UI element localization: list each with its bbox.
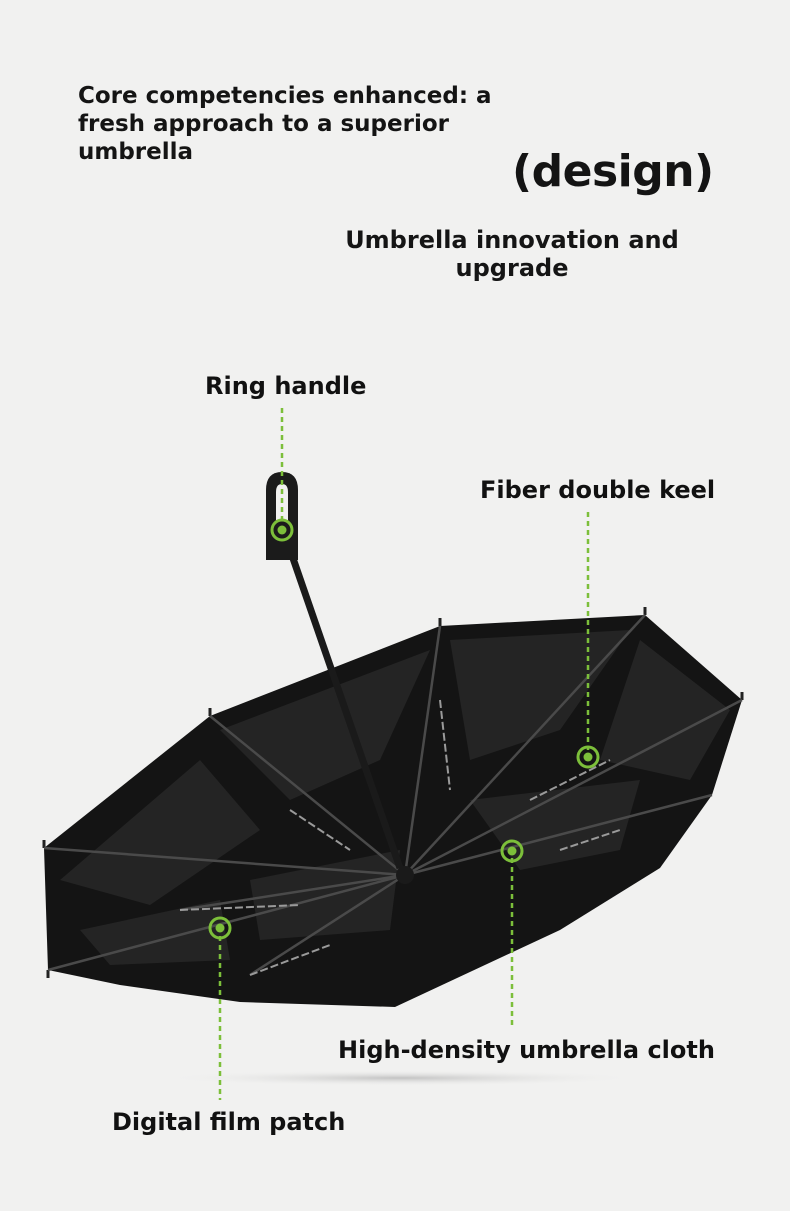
- intro-text: Core competencies enhanced: a fresh appr…: [78, 82, 508, 166]
- marker-cloth: [500, 839, 524, 863]
- callout-fiber-keel: Fiber double keel: [480, 476, 716, 504]
- stretchers: [179, 699, 621, 976]
- subheading-line-2: upgrade: [455, 254, 569, 282]
- callout-film-patch: Digital film patch: [112, 1108, 346, 1136]
- shaft: [273, 510, 404, 870]
- hub: [396, 866, 414, 884]
- ground-shadow: [160, 1070, 640, 1086]
- design-label: (design): [512, 146, 714, 197]
- intro-line-3: umbrella: [78, 139, 194, 165]
- leader-lines: [218, 408, 590, 1100]
- marker-film-patch: [208, 916, 232, 940]
- intro-line-1: Core competencies enhanced: a: [78, 83, 492, 109]
- ribs: [43, 614, 743, 977]
- marker-ring-handle: [270, 518, 294, 542]
- intro-line-2: fresh approach to a superior: [78, 111, 449, 137]
- marker-fiber-keel: [576, 745, 600, 769]
- callout-ring-handle: Ring handle: [205, 372, 367, 400]
- subheading: Umbrella innovation and upgrade: [330, 226, 694, 282]
- subheading-line-1: Umbrella innovation and: [345, 226, 679, 254]
- callout-cloth: High-density umbrella cloth: [338, 1036, 715, 1064]
- rib-tips: [42, 607, 744, 978]
